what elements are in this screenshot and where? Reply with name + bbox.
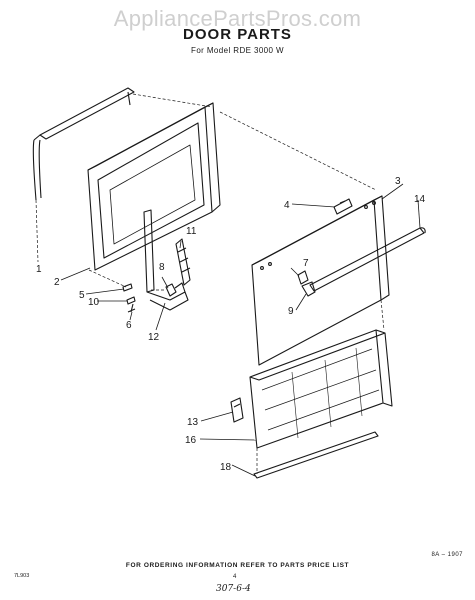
callout-2: 2 [54,277,60,288]
callout-4: 4 [284,200,290,211]
callout-10: 10 [88,297,100,308]
door-spring-part [175,238,191,286]
page-title: DOOR PARTS [183,26,292,43]
door-handle-part [309,227,426,292]
callout-7: 7 [303,258,309,269]
callout-6: 6 [126,320,132,331]
trim-strip-part [253,431,379,479]
inner-door-liner-part [87,102,221,271]
callout-8: 8 [159,262,165,273]
panel-bracket-part [230,397,244,423]
callout-13: 13 [187,417,199,428]
door-clip-part [333,198,353,215]
callout-3: 3 [395,176,401,187]
page-number: 4 [233,574,237,580]
callout-5: 5 [79,290,85,301]
footer-code: 7L903 [14,573,30,579]
callout-12: 12 [148,332,160,343]
watermark: AppliancePartsPros.com [113,6,362,31]
screw-parts [122,283,136,313]
ordering-note: FOR ORDERING INFORMATION REFER TO PARTS … [125,562,350,569]
figure-reference: 8A – 1907 [431,552,463,558]
callout-9: 9 [288,306,294,317]
callout-18: 18 [220,462,232,473]
kick-panel-part [249,329,393,449]
callout-16: 16 [185,435,197,446]
model-subtitle: For Model RDE 3000 W [191,46,284,55]
callout-11: 11 [186,226,197,237]
door-gasket-part [32,87,135,201]
handwritten-note: 307-6-4 [216,584,251,594]
callout-14: 14 [414,194,426,205]
callout-1: 1 [36,264,42,275]
handle-bracket-part [297,270,316,297]
